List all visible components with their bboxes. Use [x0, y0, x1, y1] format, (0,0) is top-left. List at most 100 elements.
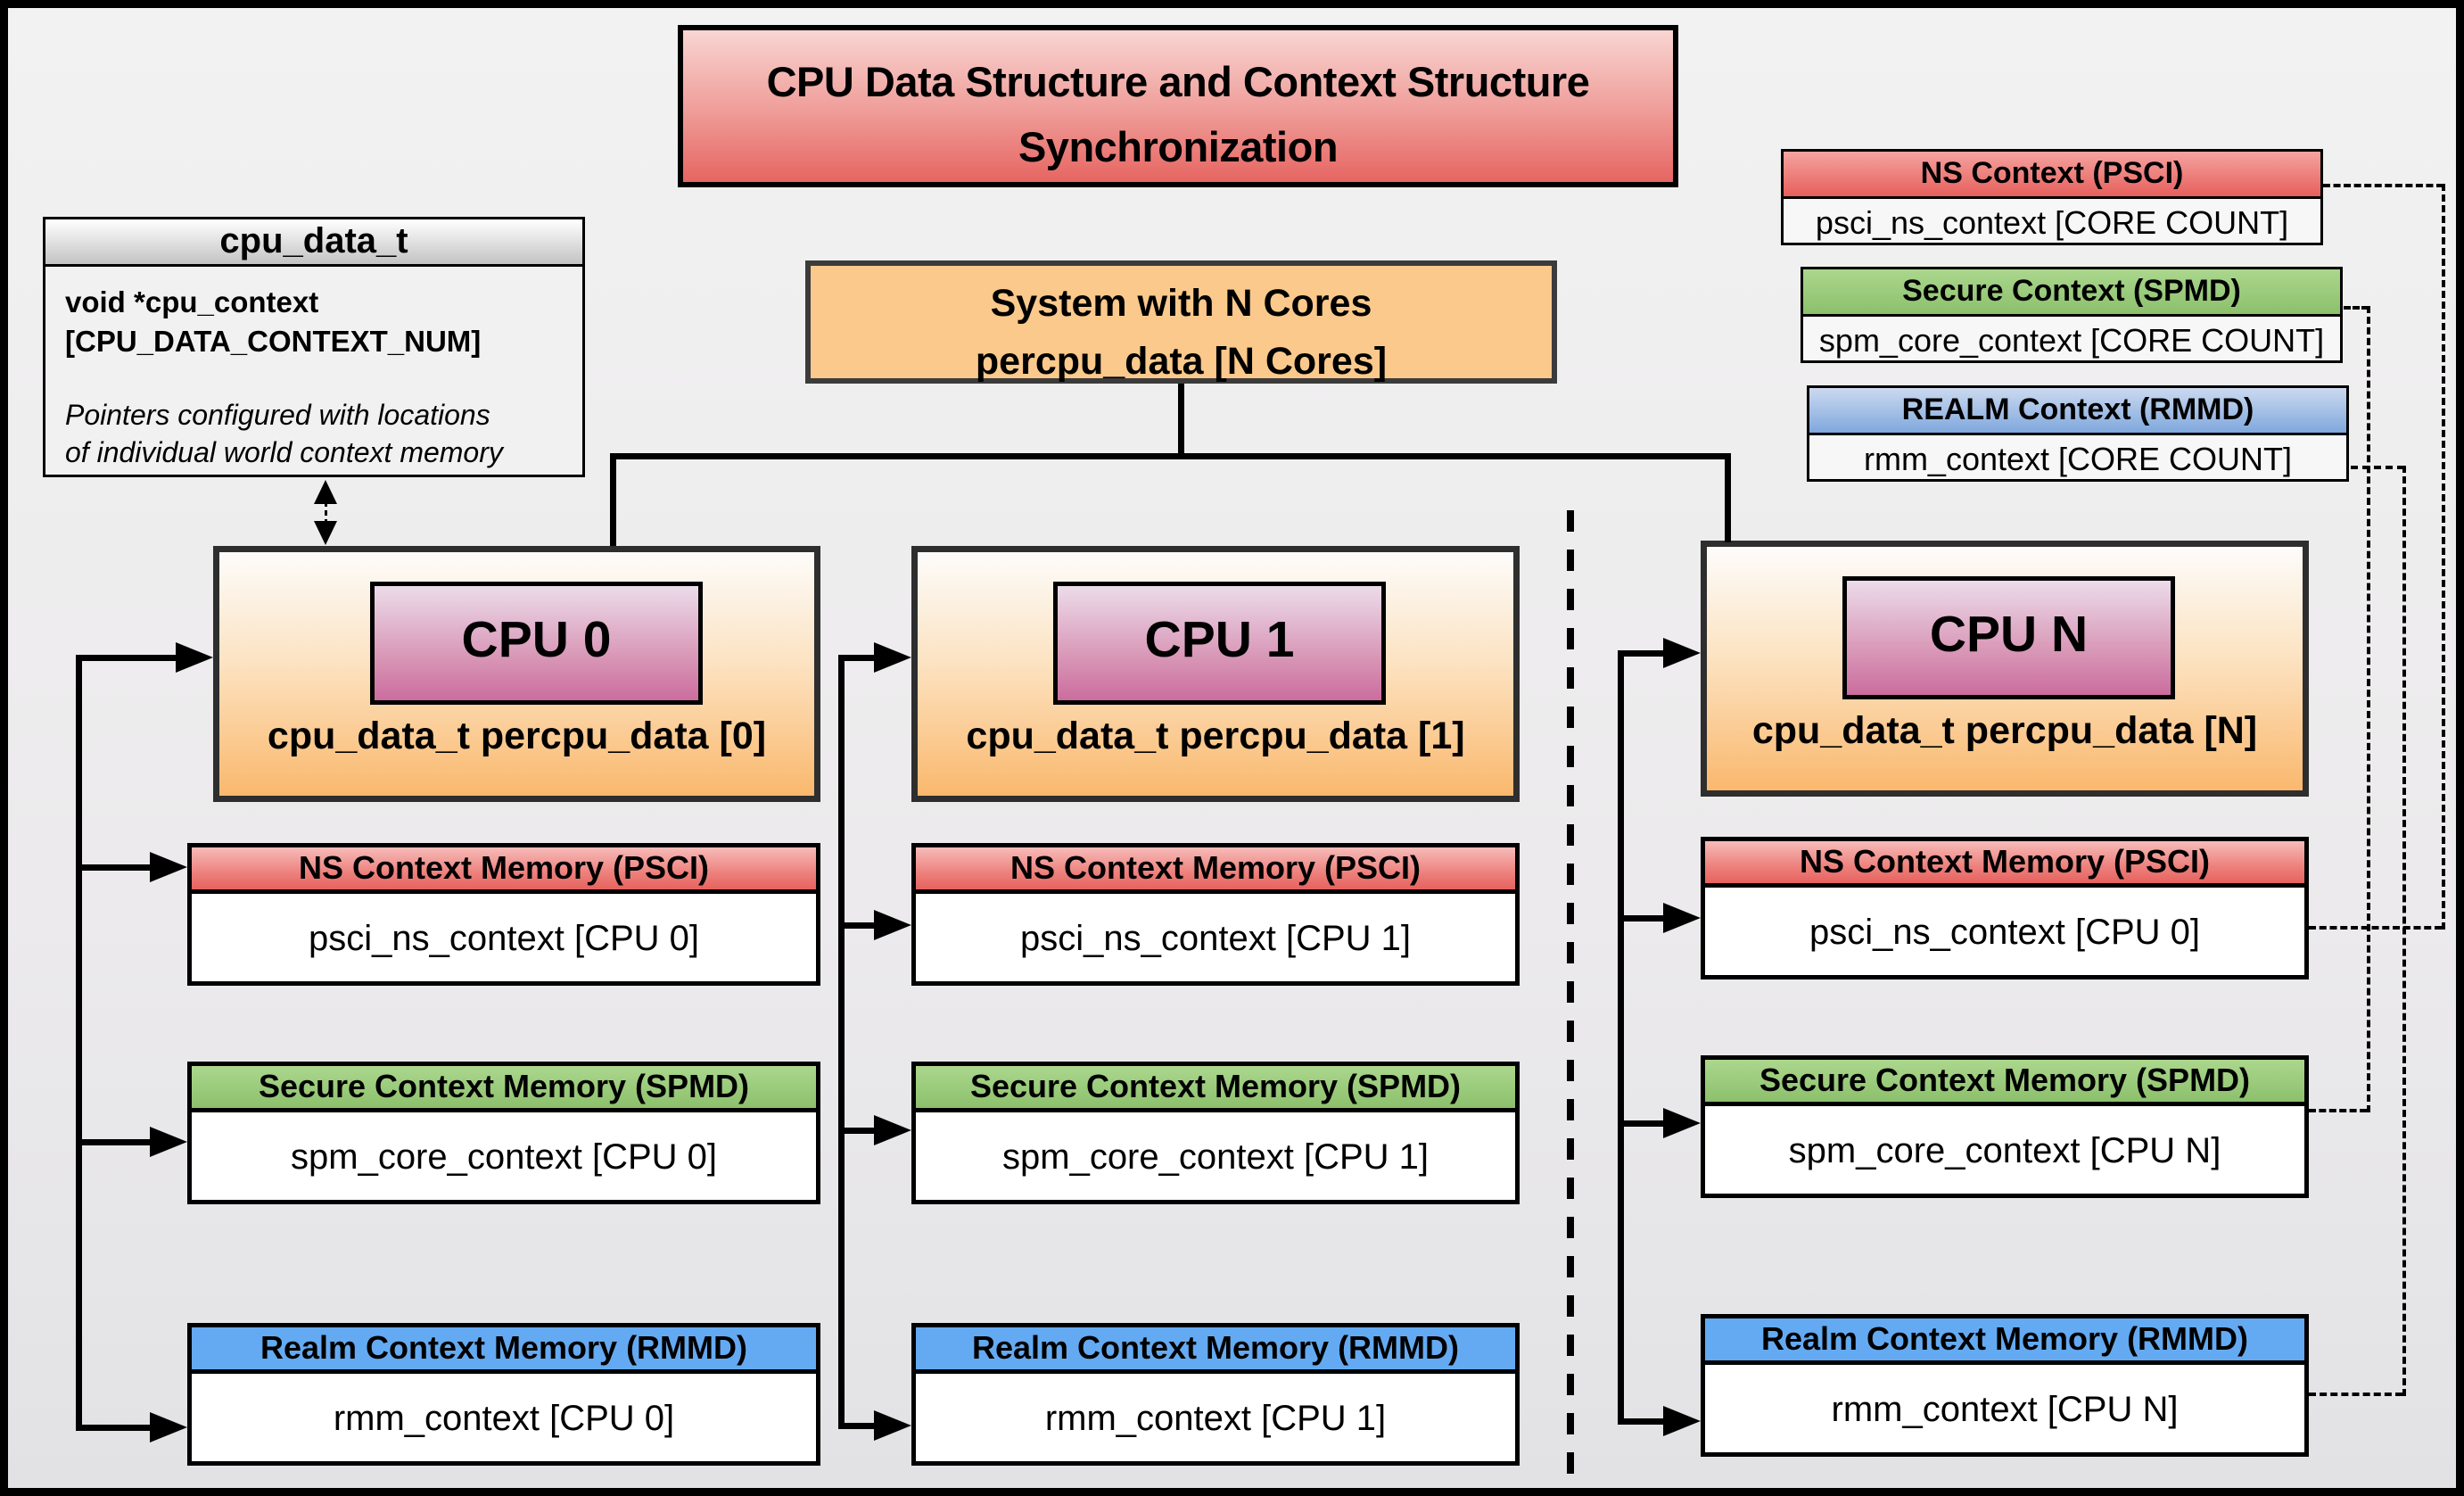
legend-realm-dash-in [2309, 1393, 2402, 1396]
cpun-tag: CPU N [1842, 576, 2175, 699]
legend-ns-header: NS Context (PSCI) [1784, 152, 2320, 199]
cpu0-branch-secure-arrow-icon [150, 1127, 187, 1157]
legend-secure-dash-in [2309, 1109, 2367, 1112]
cpun-ns-body: psci_ns_context [CPU 0] [1809, 913, 2200, 952]
cpun-branch-secure-arrow-icon [1663, 1108, 1701, 1138]
cpu0-column: CPU 0 cpu_data_t percpu_data [0] NS Cont… [187, 0, 820, 1496]
connector-system-bus [610, 453, 1731, 459]
column-separator-dashed-line [1567, 510, 1574, 1489]
cpu0-data-label: cpu_data_t percpu_data [0] [267, 715, 767, 757]
cpun-branch-realm [1618, 1418, 1663, 1425]
cpun-ns-context-memory-box: NS Context Memory (PSCI) psci_ns_context… [1701, 837, 2309, 979]
cpun-column: CPU N cpu_data_t percpu_data [N] NS Cont… [1701, 0, 2309, 1496]
legend-realm-dash-down [2402, 466, 2406, 1396]
cpu0-branch-secure [76, 1139, 150, 1145]
legend-secure-header: Secure Context (SPMD) [1803, 269, 2340, 317]
struct-link-arrow-up [314, 480, 337, 504]
cpu0-realm-header: Realm Context Memory (RMMD) [192, 1327, 816, 1374]
diagram-title-line1: CPU Data Structure and Context Structure [766, 58, 1590, 105]
struct-note-line1: Pointers configured with locations [65, 399, 490, 432]
cpu-data-t-struct-box: cpu_data_t void *cpu_context [CPU_DATA_C… [43, 217, 585, 477]
legend-secure-body: spm_core_context [CORE COUNT] [1818, 322, 2325, 359]
cpu1-branch-realm [838, 1423, 874, 1429]
legend-ns-dash-down [2442, 184, 2445, 930]
legend-ns-context: NS Context (PSCI) psci_ns_context [CORE … [1781, 149, 2323, 245]
cpu0-branch-realm-arrow-icon [150, 1412, 187, 1442]
cpu1-secure-header: Secure Context Memory (SPMD) [916, 1066, 1515, 1112]
cpu1-pointer-trunk [838, 655, 845, 1429]
cpu1-realm-body: rmm_context [CPU 1] [1044, 1399, 1387, 1438]
cpu1-column: CPU 1 cpu_data_t percpu_data [1] NS Cont… [911, 0, 1520, 1496]
cpun-branch-ns-arrow-icon [1663, 903, 1701, 933]
cpu0-branch-ns-arrow-icon [150, 852, 187, 882]
cpun-data-label: cpu_data_t percpu_data [N] [1751, 709, 2258, 752]
cpu1-branch-ns [838, 922, 874, 929]
legend-ns-body: psci_ns_context [CORE COUNT] [1815, 204, 2289, 241]
cpu0-box: CPU 0 cpu_data_t percpu_data [0] [213, 546, 820, 802]
legend-secure-dash-down [2367, 306, 2370, 1112]
struct-decl-line2: [CPU_DATA_CONTEXT_NUM] [65, 324, 482, 358]
struct-link-arrow-down [314, 521, 337, 545]
cpu0-branch-realm [76, 1425, 150, 1431]
cpu1-realm-header: Realm Context Memory (RMMD) [916, 1327, 1515, 1374]
connector-bus-to-cpun [1725, 453, 1731, 542]
system-box: System with N Cores percpu_data [N Cores… [805, 260, 1557, 384]
legend-realm-header: REALM Context (RMMD) [1809, 388, 2346, 435]
cpu0-tag: CPU 0 [370, 582, 703, 705]
cpu1-branch-cpu-arrow-icon [874, 642, 911, 673]
cpu1-ns-context-memory-box: NS Context Memory (PSCI) psci_ns_context… [911, 843, 1520, 986]
cpun-branch-secure [1618, 1120, 1663, 1127]
cpu1-branch-secure [838, 1128, 874, 1134]
cpu0-realm-context-memory-box: Realm Context Memory (RMMD) rmm_context … [187, 1323, 820, 1466]
cpun-secure-context-memory-box: Secure Context Memory (SPMD) spm_core_co… [1701, 1055, 2309, 1198]
cpun-realm-context-memory-box: Realm Context Memory (RMMD) rmm_context … [1701, 1314, 2309, 1457]
cpun-pointer-trunk [1618, 650, 1624, 1425]
legend-ns-dash-out [2323, 184, 2443, 187]
cpun-branch-cpu [1618, 650, 1663, 657]
struct-decl-line1: void *cpu_context [65, 285, 319, 318]
system-line1: System with N Cores [990, 282, 1372, 325]
cpu1-box: CPU 1 cpu_data_t percpu_data [1] [911, 546, 1520, 802]
legend-secure-dash-out [2344, 306, 2369, 310]
cpu0-branch-ns [76, 864, 150, 871]
cpu0-secure-context-memory-box: Secure Context Memory (SPMD) spm_core_co… [187, 1062, 820, 1204]
diagram-title-line2: Synchronization [1018, 122, 1339, 170]
cpu1-ns-body: psci_ns_context [CPU 1] [1020, 919, 1411, 958]
cpun-realm-body: rmm_context [CPU N] [1831, 1390, 2179, 1429]
cpun-branch-cpu-arrow-icon [1663, 638, 1701, 668]
cpu0-pointer-trunk [76, 655, 82, 1431]
cpu0-ns-context-memory-box: NS Context Memory (PSCI) psci_ns_context… [187, 843, 820, 986]
cpun-branch-ns [1618, 915, 1663, 922]
legend-realm-dash-out [2351, 466, 2404, 469]
cpun-secure-body: spm_core_context [CPU N] [1788, 1131, 2221, 1170]
cpu1-data-label: cpu_data_t percpu_data [1] [966, 715, 1465, 757]
legend-realm-body: rmm_context [CORE COUNT] [1863, 441, 2293, 477]
cpu-data-t-struct-header: cpu_data_t [45, 219, 582, 267]
cpun-secure-header: Secure Context Memory (SPMD) [1705, 1060, 2304, 1106]
connector-bus-to-cpu0 [610, 453, 616, 546]
diagram-title-box: CPU Data Structure and Context Structure… [678, 25, 1678, 187]
cpun-branch-realm-arrow-icon [1663, 1406, 1701, 1436]
cpu1-branch-cpu [838, 655, 874, 661]
legend-ns-dash-in [2309, 926, 2442, 930]
cpu0-realm-body: rmm_context [CPU 0] [333, 1399, 675, 1438]
legend-secure-context: Secure Context (SPMD) spm_core_context [… [1801, 267, 2343, 363]
cpu1-branch-secure-arrow-icon [874, 1115, 911, 1145]
system-line2: percpu_data [N Cores] [975, 339, 1388, 383]
connector-system-drop [1178, 384, 1184, 459]
cpu0-ns-body: psci_ns_context [CPU 0] [309, 919, 699, 958]
struct-link-dashed-line [325, 501, 327, 525]
cpu0-branch-cpu [76, 655, 176, 661]
struct-note-line2: of individual world context memory [65, 436, 503, 469]
cpun-box: CPU N cpu_data_t percpu_data [N] [1701, 541, 2309, 797]
cpun-ns-header: NS Context Memory (PSCI) [1705, 841, 2304, 888]
cpu0-secure-header: Secure Context Memory (SPMD) [192, 1066, 816, 1112]
cpu0-ns-header: NS Context Memory (PSCI) [192, 847, 816, 894]
cpu1-branch-realm-arrow-icon [874, 1410, 911, 1441]
legend-realm-context: REALM Context (RMMD) rmm_context [CORE C… [1807, 385, 2349, 482]
cpu0-branch-cpu-arrow-icon [176, 642, 213, 673]
cpun-realm-header: Realm Context Memory (RMMD) [1705, 1318, 2304, 1365]
cpu1-secure-body: spm_core_context [CPU 1] [1002, 1137, 1429, 1177]
cpu1-ns-header: NS Context Memory (PSCI) [916, 847, 1515, 894]
